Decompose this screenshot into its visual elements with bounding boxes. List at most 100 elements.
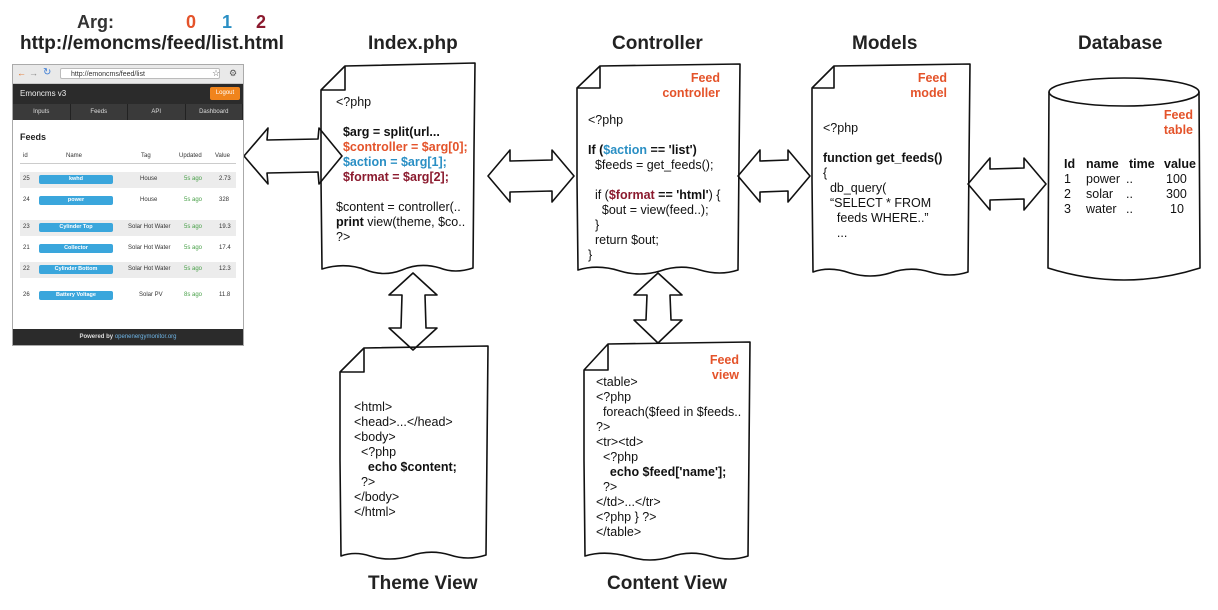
forward-icon[interactable]: → bbox=[29, 68, 38, 78]
code-line: “SELECT * FROM bbox=[829, 196, 932, 210]
feed-name-button[interactable]: Battery Voltage bbox=[39, 291, 113, 300]
code-line: { bbox=[823, 166, 828, 180]
row-value: 11.8 bbox=[219, 292, 231, 298]
col-name: Name bbox=[66, 153, 83, 159]
model-code: <?php function get_feeds() { db_query( “… bbox=[823, 121, 942, 241]
wrench-icon[interactable]: ⚙ bbox=[229, 68, 238, 78]
code-line: $content = controller(.. bbox=[336, 200, 461, 214]
arrow-controller-models bbox=[737, 149, 811, 203]
code-line: db_query( bbox=[829, 181, 887, 195]
feed-name-button[interactable]: Cylinder Bottom bbox=[39, 265, 113, 274]
menu-item-api[interactable]: API bbox=[128, 104, 186, 120]
feed-name-button[interactable]: Cylinder Top bbox=[39, 223, 113, 232]
code-line: ?> bbox=[360, 475, 376, 489]
menu-item-dashboard[interactable]: Dashboard bbox=[186, 104, 243, 120]
row-value: 17.4 bbox=[219, 245, 231, 251]
menu-item-feeds[interactable]: Feeds bbox=[71, 104, 128, 120]
code-action: $action bbox=[603, 143, 648, 157]
db-col-value: value bbox=[1164, 157, 1196, 171]
row-updated: 5s ago bbox=[184, 266, 203, 272]
code-line: function get_feeds() bbox=[823, 151, 943, 165]
db-cell: .. bbox=[1126, 187, 1133, 201]
db-cell: solar bbox=[1086, 187, 1114, 201]
row-tag: Solar Hot Water bbox=[128, 245, 171, 251]
star-icon[interactable]: ☆ bbox=[212, 68, 221, 78]
db-cell: .. bbox=[1126, 202, 1133, 216]
row-updated: 5s ago bbox=[184, 176, 203, 182]
feed-name-button[interactable]: power bbox=[39, 196, 113, 205]
feed-name-button[interactable]: kwhd bbox=[39, 175, 113, 184]
row-tag: House bbox=[140, 176, 158, 182]
code-line: $out = view(feed..); bbox=[601, 203, 709, 217]
index-code: <?php $arg = split(url... $controller = … bbox=[336, 95, 468, 245]
code-line: } bbox=[588, 248, 593, 262]
reload-icon[interactable]: ↻ bbox=[43, 67, 52, 78]
arrow-index-theme bbox=[388, 272, 438, 351]
footer-prefix: Powered by bbox=[79, 334, 115, 340]
table-row: 22 Cylinder Bottom Solar Hot Water 5s ag… bbox=[20, 262, 236, 278]
row-tag: Solar Hot Water bbox=[128, 224, 171, 230]
app-menu: Inputs Feeds API Dashboard bbox=[13, 104, 243, 120]
code-line-controller: $controller = $arg[0]; bbox=[342, 140, 468, 154]
address-bar[interactable]: http://emoncms/feed/list bbox=[60, 68, 220, 79]
code-line: <?php } ?> bbox=[596, 510, 657, 524]
logout-button[interactable]: Logout bbox=[210, 87, 240, 100]
row-value: 19.3 bbox=[219, 224, 231, 230]
arrow-models-database bbox=[967, 157, 1047, 211]
col-value: Value bbox=[215, 153, 230, 159]
row-updated: 5s ago bbox=[184, 197, 203, 203]
app-brand: Emoncms v3 bbox=[20, 89, 67, 98]
controller-title: Controller bbox=[612, 33, 703, 54]
feed-name-button[interactable]: Collector bbox=[39, 244, 113, 253]
arg-label: Arg: bbox=[77, 12, 114, 32]
code-line: <?php bbox=[336, 95, 372, 109]
code-line: <head>...</head> bbox=[354, 415, 453, 429]
row-value: 12.3 bbox=[219, 266, 231, 272]
db-cell: 3 bbox=[1064, 202, 1071, 216]
code-line: <tr><td> bbox=[596, 435, 644, 449]
code-line: $feeds = get_feeds(); bbox=[594, 158, 714, 172]
code-format: $format bbox=[608, 188, 655, 202]
db-cell: 100 bbox=[1166, 172, 1187, 186]
arrow-browser-index bbox=[243, 127, 343, 185]
feeds-heading: Feeds bbox=[20, 132, 47, 142]
code-line: view(theme, $co.. bbox=[363, 215, 466, 229]
footer-link[interactable]: openenergymonitor.org bbox=[114, 334, 177, 340]
db-cell: 1 bbox=[1064, 172, 1071, 186]
app-navbar: Emoncms v3 Logout bbox=[13, 84, 243, 104]
code-line: <?php bbox=[823, 121, 859, 135]
code-line-format: $format = $arg[2]; bbox=[342, 170, 449, 184]
index-document bbox=[320, 62, 476, 275]
code-line: } bbox=[594, 218, 600, 232]
browser-screenshot: ← → ↻ http://emoncms/feed/list ☆ ⚙ Emonc… bbox=[12, 64, 244, 346]
tag-line: Feed bbox=[709, 353, 739, 367]
code-line: </td>...</tr> bbox=[596, 495, 661, 509]
table-row: 26 Battery Voltage Solar PV 8s ago 11.8 bbox=[20, 288, 236, 304]
code-line: <table> bbox=[596, 375, 638, 389]
code-line: == 'list') bbox=[647, 143, 697, 157]
row-id: 25 bbox=[23, 176, 30, 182]
row-updated: 5s ago bbox=[184, 245, 203, 251]
row-tag: Solar Hot Water bbox=[128, 266, 171, 272]
theme-document bbox=[339, 345, 489, 560]
controller-code: <?php If ($action == 'list') $feeds = ge… bbox=[588, 113, 720, 263]
db-cell: power bbox=[1086, 172, 1121, 186]
menu-item-inputs[interactable]: Inputs bbox=[13, 104, 71, 120]
code-line: return $out; bbox=[594, 233, 659, 247]
table-row: 21 Collector Solar Hot Water 5s ago 17.4 bbox=[20, 241, 236, 257]
code-line: <?php bbox=[596, 390, 632, 404]
row-id: 22 bbox=[23, 266, 30, 272]
code-line: echo $content; bbox=[367, 460, 457, 474]
back-icon[interactable]: ← bbox=[17, 68, 26, 78]
db-col-time: time bbox=[1129, 157, 1155, 171]
models-title: Models bbox=[852, 33, 918, 54]
content-view-title: Content View bbox=[607, 573, 727, 594]
code-line: foreach($feed in $feeds.. bbox=[602, 405, 742, 419]
code-line: if ( bbox=[594, 188, 609, 202]
code-line: ?> bbox=[596, 420, 611, 434]
col-updated: Updated bbox=[179, 153, 202, 159]
